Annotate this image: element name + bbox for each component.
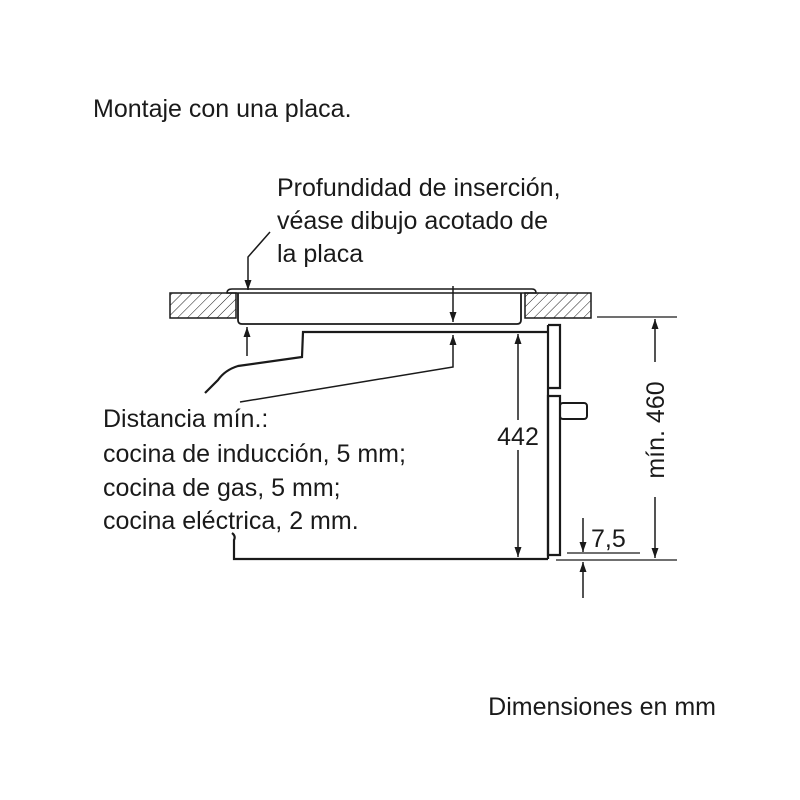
hob <box>226 288 537 325</box>
distance-note-line: cocina de gas, 5 mm; <box>103 474 341 502</box>
leader-lines <box>239 231 457 403</box>
countertop-left <box>169 292 237 319</box>
countertop <box>169 292 592 319</box>
insertion-note-line: la placa <box>277 240 363 268</box>
title: Montaje con una placa. <box>93 95 352 123</box>
distance-note-line: Distancia mín.: <box>103 405 268 433</box>
insertion-note-line: véase dibujo acotado de <box>277 207 548 235</box>
height-dimension: 442 <box>497 423 539 451</box>
units-note: Dimensiones en mm <box>488 693 716 721</box>
distance-note-line: cocina de inducción, 5 mm; <box>103 440 406 468</box>
countertop-right <box>524 292 592 319</box>
dimension-460: mín. 460 <box>556 316 677 561</box>
oven-door <box>546 323 562 557</box>
oven-knob <box>559 402 588 420</box>
insertion-note: Profundidad de inserción, véase dibujo a… <box>277 174 561 268</box>
min-height-dimension: mín. 460 <box>642 381 670 478</box>
distance-note: Distancia mín.: cocina de inducción, 5 m… <box>103 405 406 535</box>
dimension-7-5: 7,5 <box>567 518 640 598</box>
dimension-442: 442 <box>497 334 539 557</box>
offset-dimension: 7,5 <box>591 525 626 553</box>
oven <box>204 323 588 561</box>
insertion-note-line: Profundidad de inserción, <box>277 174 561 202</box>
distance-note-line: cocina eléctrica, 2 mm. <box>103 507 359 535</box>
